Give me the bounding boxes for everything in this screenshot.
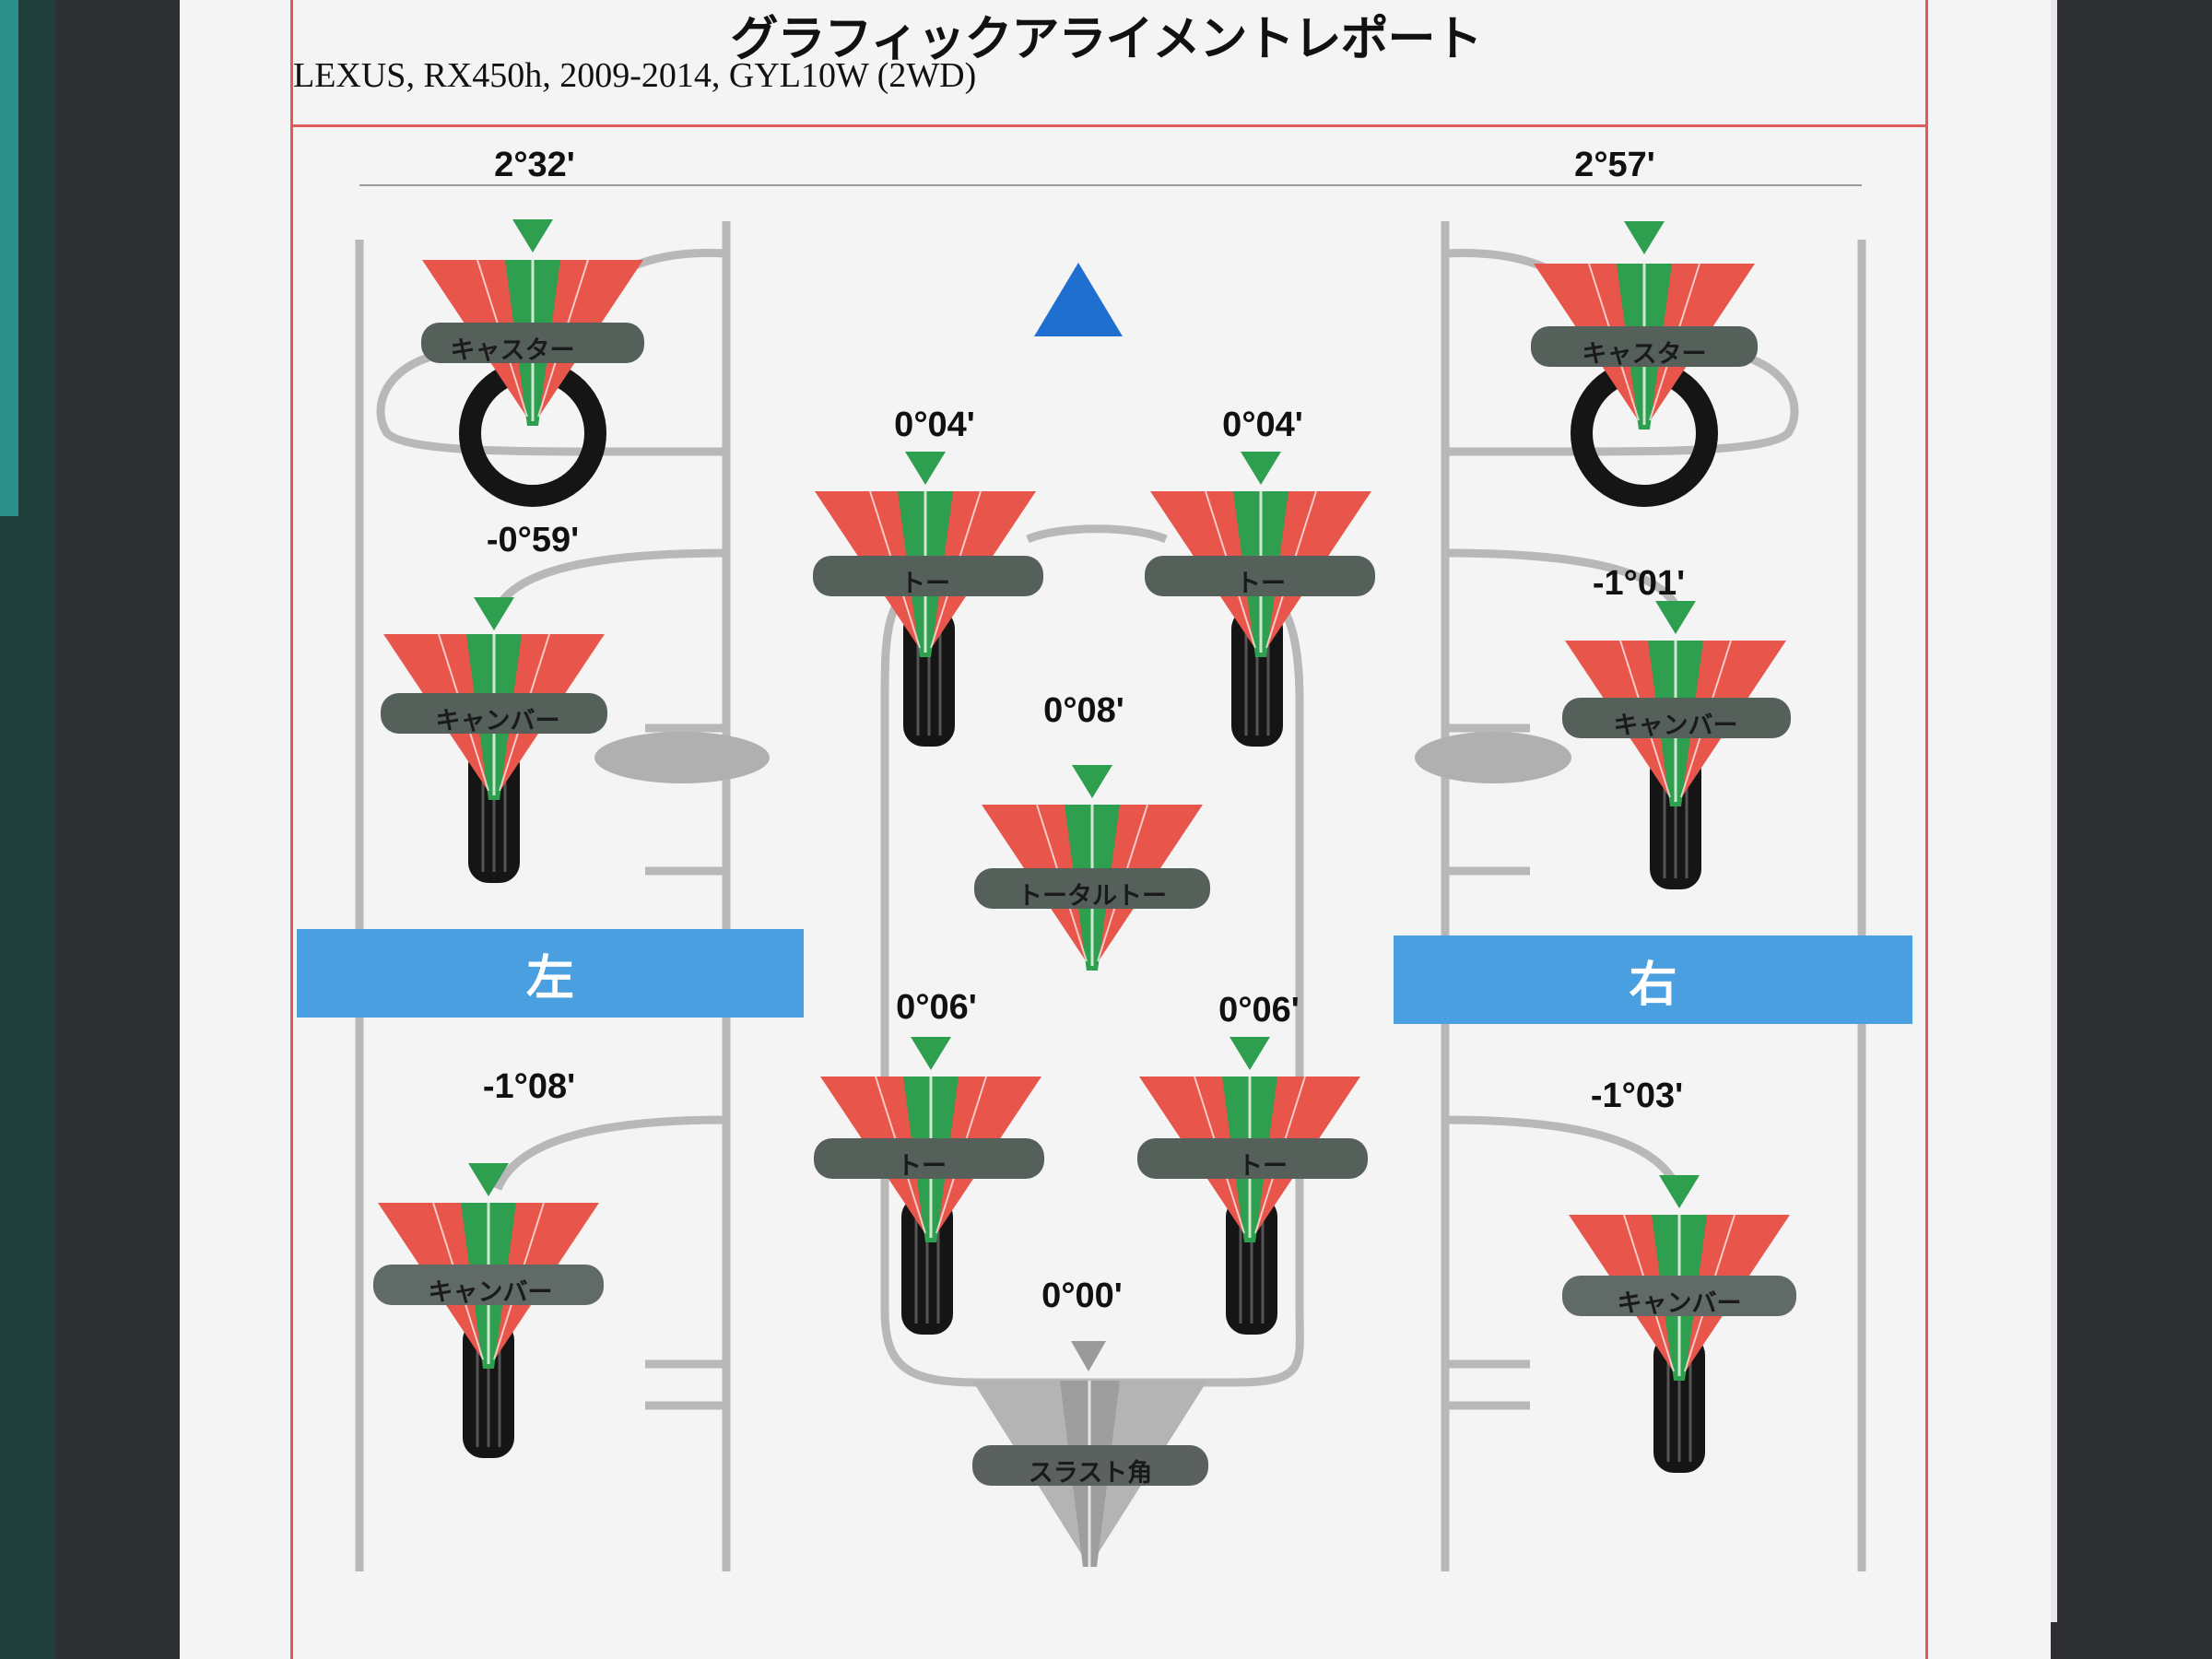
left-front-camber-label: キャンバー (435, 707, 560, 735)
rear-right-toe-value: 0°06' (1218, 991, 1300, 1030)
top-rule (359, 184, 1862, 186)
report-title: グラフィックアライメントレポート (730, 13, 1483, 66)
right-rear-camber-value: -1°03' (1590, 1077, 1684, 1115)
thrust-angle-value: 0°00' (1041, 1277, 1123, 1315)
rear-left-toe-label: トー (897, 1152, 947, 1180)
right-shadow (1415, 732, 1571, 783)
right-front-camber-label: キャンバー (1613, 712, 1738, 739)
right-front-camber-value: -1°01' (1592, 564, 1686, 603)
front-right-toe-label: トー (1236, 570, 1286, 597)
rear-right-toe-label: トー (1238, 1152, 1288, 1180)
left-car-outline (355, 221, 731, 1571)
forward-arrow-icon (1034, 263, 1123, 336)
front-right-toe-value: 0°04' (1222, 406, 1303, 444)
desk-edge (0, 0, 18, 516)
right-side-button[interactable]: 右 (1394, 935, 1912, 1024)
front-left-toe-label: トー (900, 570, 950, 597)
left-caster-label: キャスター (450, 336, 575, 364)
front-left-toe-value: 0°04' (894, 406, 975, 444)
left-front-camber-value: -0°59' (486, 521, 580, 559)
right-caster-label: キャスター (1582, 340, 1707, 368)
header-divider (290, 124, 1928, 127)
report-frame (290, 0, 1928, 1659)
thrust-angle-label: スラスト角 (1028, 1459, 1153, 1487)
left-rear-camber-label: キャンバー (428, 1278, 553, 1306)
left-rear-camber-value: -1°08' (482, 1067, 576, 1106)
total-toe-label: トータルトー (1018, 882, 1167, 910)
right-caster-value: 2°57' (1574, 146, 1655, 184)
total-toe-value: 0°08' (1043, 691, 1124, 730)
rear-left-toe-value: 0°06' (896, 988, 977, 1027)
left-shadow (594, 732, 770, 783)
vehicle-info: LEXUS, RX450h, 2009-2014, GYL10W (2WD) (293, 56, 977, 95)
right-rear-camber-label: キャンバー (1617, 1289, 1742, 1317)
left-side-button[interactable]: 左 (297, 929, 804, 1018)
left-caster-value: 2°32' (494, 146, 575, 184)
